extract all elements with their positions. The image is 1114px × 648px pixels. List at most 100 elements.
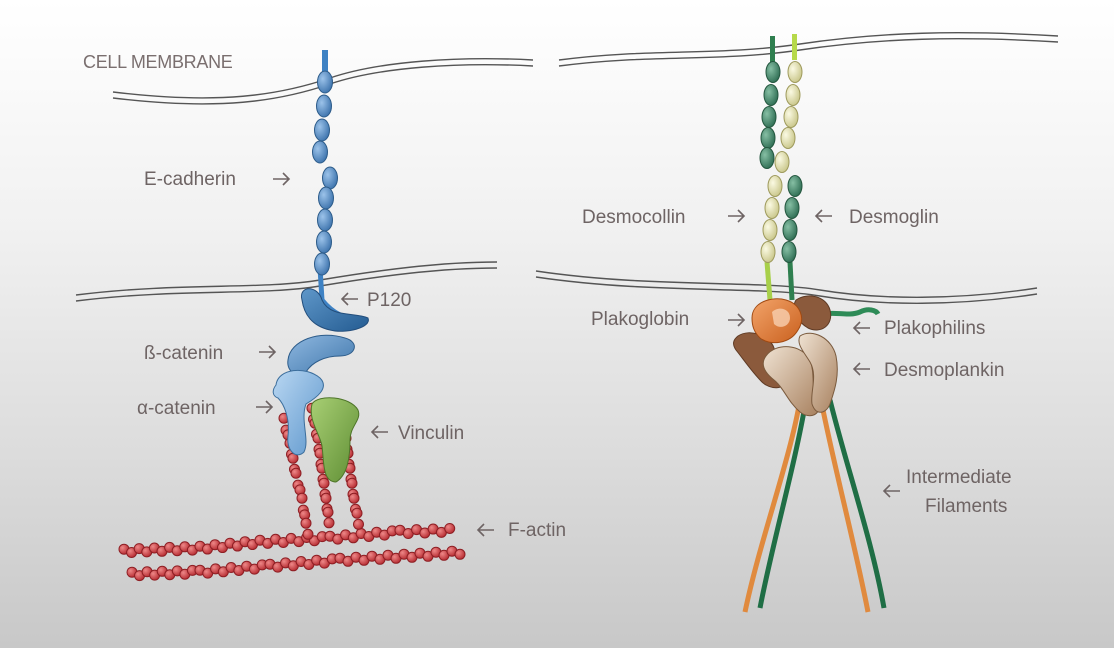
f-actin-bead <box>348 492 360 504</box>
vinculin-arrow <box>370 425 388 439</box>
f-actin-bead <box>302 528 314 540</box>
f-actin-bead <box>320 492 332 504</box>
intermediate-filaments <box>742 399 887 613</box>
label-e-cadherin: E-cadherin <box>144 169 291 190</box>
desmocollin-domains <box>760 61 803 263</box>
desmoplankin-label: Desmoplankin <box>884 360 1004 381</box>
desmocollin-domain <box>783 106 799 128</box>
beta-catenin-label: ß-catenin <box>144 343 223 364</box>
desmoplankin-right-domain <box>798 332 838 413</box>
filament-orange-left <box>742 399 803 613</box>
plakoglobin-label: Plakoglobin <box>591 309 689 330</box>
beta-catenin-protein <box>287 334 355 375</box>
e-cadherin-domain <box>318 186 334 210</box>
f-actin-bead <box>444 522 456 534</box>
plakophilins-label: Plakophilins <box>884 318 985 339</box>
desmocollin-label: Desmocollin <box>582 207 685 228</box>
desmoglin-domain <box>759 147 775 169</box>
desmocollin-domain <box>785 84 801 106</box>
vinculin-protein <box>310 397 360 483</box>
desmocollin-domain <box>774 151 790 173</box>
p120-protein <box>301 288 369 332</box>
desmoglin-tail <box>770 36 775 62</box>
label-beta-catenin: ß-catenin <box>144 343 277 364</box>
f-actin-bead <box>300 517 312 529</box>
label-desmoplankin: Desmoplankin <box>852 360 1004 381</box>
plakoglobin-highlight <box>772 308 790 327</box>
f-actin-label: F-actin <box>508 520 566 541</box>
p120-arrow <box>340 292 358 306</box>
intermediate-filaments-label-line2: Filaments <box>925 496 1007 517</box>
f-actin-arrow <box>476 523 494 537</box>
desmocollin-domain <box>760 241 776 263</box>
f-actin-bead <box>323 517 335 529</box>
e-cadherin-domain <box>314 118 330 142</box>
label-f-actin: F-actin <box>476 520 566 541</box>
membrane-lower-left <box>75 261 498 302</box>
alpha-catenin-label: α-catenin <box>137 398 216 419</box>
alpha-catenin-arrow <box>256 400 274 414</box>
label-intermediate-filaments: Intermediate Filaments <box>882 467 1012 517</box>
f-actin-bead <box>346 477 358 489</box>
desmocollin-domain <box>787 61 803 83</box>
desmoglin-domain <box>787 175 803 197</box>
label-plakoglobin: Plakoglobin <box>591 309 746 330</box>
desmoplankin-arrow <box>852 362 870 376</box>
cell-membrane-title: CELL MEMBRANE <box>83 52 233 72</box>
label-plakophilins: Plakophilins <box>852 318 985 339</box>
e-cadherin-domain <box>312 140 328 164</box>
plakophilins-arrow <box>852 321 870 335</box>
label-p120: P120 <box>340 290 411 311</box>
adherens-junction <box>118 50 466 582</box>
beta-catenin-arrow <box>259 345 277 359</box>
desmoglin-domain <box>765 61 781 83</box>
desmoglin-domains <box>759 61 803 263</box>
label-desmoglin: Desmoglin <box>814 207 939 228</box>
filament-green-left <box>757 399 809 609</box>
e-cadherin-domain <box>314 252 330 276</box>
f-actin-filaments <box>118 402 466 582</box>
p120-label: P120 <box>367 290 411 311</box>
intermediate-filaments-label-line1: Intermediate <box>906 467 1012 488</box>
desmocollin-domain <box>764 197 780 219</box>
membrane-lower-right <box>535 270 1038 304</box>
e-cadherin-domain <box>317 208 333 232</box>
desmoglin-domain <box>760 127 776 149</box>
desmocollin-domain <box>780 127 796 149</box>
f-actin-bead <box>290 467 302 479</box>
desmosome <box>733 34 887 613</box>
label-vinculin: Vinculin <box>370 423 464 444</box>
f-actin-bead <box>351 507 363 519</box>
e-cadherin-domain <box>317 70 333 94</box>
label-alpha-catenin: α-catenin <box>137 398 274 419</box>
e-cadherin-arrow <box>273 172 291 186</box>
desmocollin-domain <box>767 175 783 197</box>
desmocollin-cyto-tail <box>764 261 773 301</box>
desmocollin-arrow <box>728 209 746 223</box>
desmoglin-domain <box>784 197 800 219</box>
desmoglin-cyto-tail <box>787 261 795 301</box>
desmoglin-domain <box>763 84 779 106</box>
f-actin-bead <box>454 548 466 560</box>
label-desmocollin: Desmocollin <box>582 207 746 228</box>
e-cadherin-domain <box>316 94 332 118</box>
e-cadherin-domain <box>316 230 332 254</box>
intermediate-filaments-arrow <box>882 484 900 498</box>
membrane-upper-right <box>558 32 1059 67</box>
desmoglin-domain <box>781 241 797 263</box>
desmoglin-label: Desmoglin <box>849 207 939 228</box>
f-actin-bead <box>322 506 334 518</box>
desmoglin-domain <box>782 219 798 241</box>
desmocollin-domain <box>762 219 778 241</box>
plakoglobin-arrow <box>728 313 746 327</box>
filament-green-right <box>827 399 887 609</box>
f-actin-bead <box>296 492 308 504</box>
alpha-catenin-protein <box>272 369 324 456</box>
vinculin-label: Vinculin <box>398 423 464 444</box>
desmoglin-arrow <box>814 209 832 223</box>
desmoglin-domain <box>761 106 777 128</box>
e-cadherin-domain <box>322 166 338 190</box>
e-cadherin-tail <box>322 50 328 80</box>
e-cadherin-label: E-cadherin <box>144 169 236 190</box>
